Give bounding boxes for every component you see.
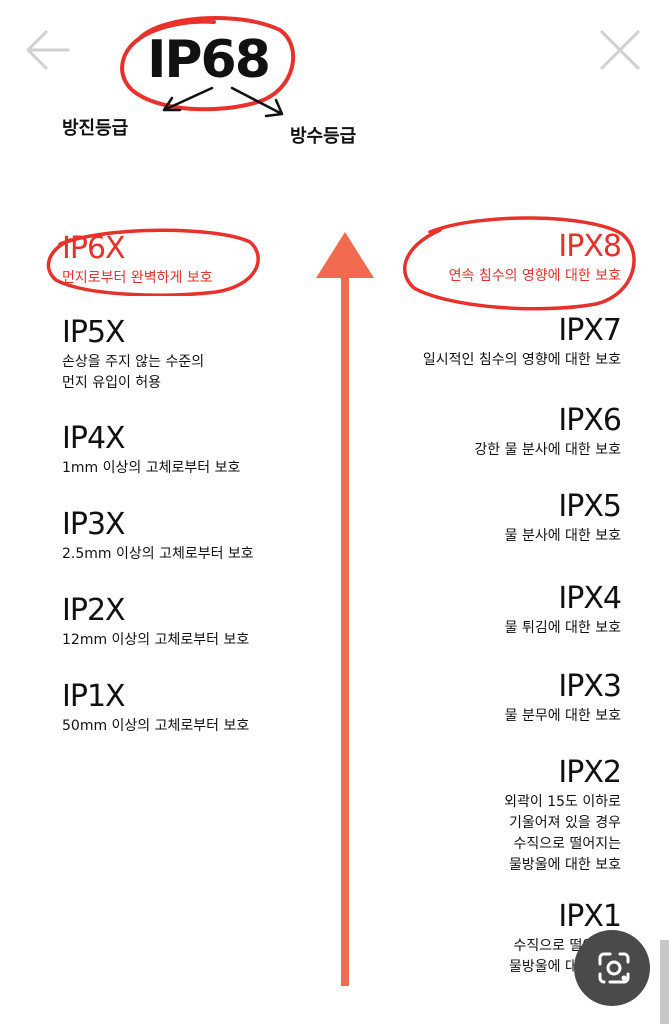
water-grade-label: 방수등급 [290,126,357,147]
dust-rating-ip6x: IP6X 먼지로부터 완벽하게 보호 [62,231,213,287]
dust-rating-ip1x: IP1X 50mm 이상의 고체로부터 보호 [62,679,250,735]
dust-rating-ip4x: IP4X 1mm 이상의 고체로부터 보호 [62,421,241,477]
close-icon [600,30,640,70]
arrow-left-icon [26,30,70,70]
dust-rating-ip5x: IP5X 손상을 주지 않는 수준의 먼지 유입이 허용 [62,315,205,392]
water-rating-ipx7: IPX7 일시적인 침수의 영향에 대한 보호 [422,313,622,369]
water-rating-ipx4: IPX4 물 튀김에 대한 보호 [504,581,622,637]
title-block: IP68 [118,10,298,116]
split-arrows [162,86,284,118]
scale-arrow [316,232,374,986]
water-rating-ipx8: IPX8 연속 침수의 영향에 대한 보호 [448,229,622,285]
dust-rating-ip3x: IP3X 2.5mm 이상의 고체로부터 보호 [62,507,254,563]
close-button[interactable] [594,24,646,76]
scroll-edge [660,940,669,1024]
title-highlight-circle [120,16,296,112]
water-rating-ipx6: IPX6 강한 물 분사에 대한 보호 [474,403,622,459]
dust-rating-ip2x: IP2X 12mm 이상의 고체로부터 보호 [62,593,250,649]
lens-button[interactable] [574,930,650,1006]
water-rating-ipx5: IPX5 물 분사에 대한 보호 [504,489,622,545]
back-button[interactable] [22,24,74,76]
page-title: IP68 [147,30,271,90]
water-rating-ipx2: IPX2 외곽이 15도 이하로 기울어져 있을 경우 수직으로 떨어지는 물방… [504,755,622,874]
dust-grade-label: 방진등급 [62,118,129,139]
water-rating-ipx3: IPX3 물 분무에 대한 보호 [504,669,622,725]
ip6x-highlight-circle [46,224,264,297]
ipx8-highlight-circle [400,212,640,312]
google-lens-icon [598,952,630,984]
